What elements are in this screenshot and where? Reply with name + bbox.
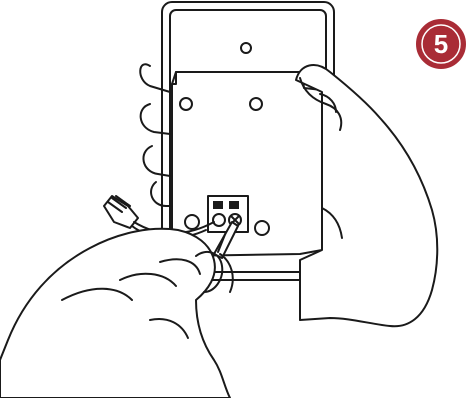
left-hand [0,229,233,398]
terminal-block [208,196,248,232]
step-badge: 5 [417,20,465,68]
step-number: 5 [434,29,448,59]
